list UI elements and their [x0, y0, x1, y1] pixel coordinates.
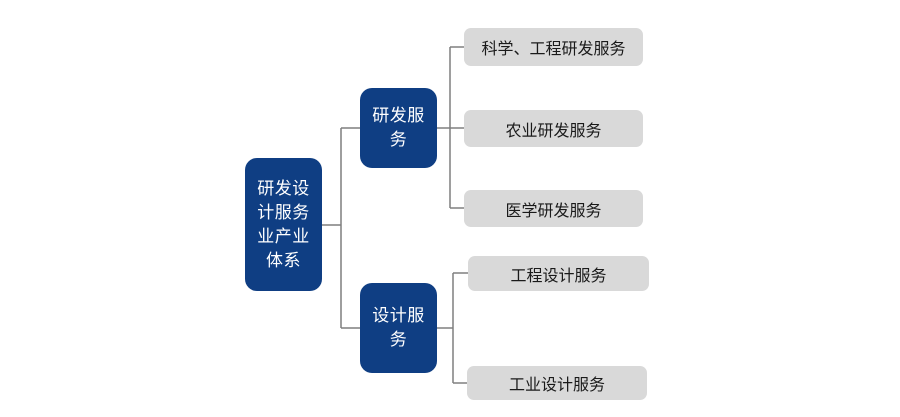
- leaf-node-engineering-design: 工程设计服务: [468, 256, 649, 291]
- leaf-node-label: 科学、工程研发服务: [481, 39, 626, 58]
- branch-node-rd-services: 研发服务: [360, 88, 437, 168]
- root-node: 研发设计服务业产业体系: [245, 158, 322, 291]
- leaf-node-agricultural-rd: 农业研发服务: [464, 110, 643, 147]
- leaf-node-label: 农业研发服务: [505, 120, 602, 140]
- leaf-node-label: 工程设计服务: [510, 265, 607, 285]
- branch-node-label: 研发服务: [372, 106, 425, 150]
- branch-node-label: 设计服务: [372, 306, 425, 350]
- leaf-node-science-engineering-rd: 科学、工程研发服务: [464, 28, 643, 66]
- root-node-label: 研发设计服务业产业体系: [257, 178, 310, 271]
- leaf-node-industrial-design: 工业设计服务: [467, 366, 647, 400]
- branch-node-design-services: 设计服务: [360, 283, 437, 373]
- leaf-node-medical-rd: 医学研发服务: [464, 190, 643, 227]
- leaf-node-label: 医学研发服务: [505, 200, 602, 220]
- leaf-node-label: 工业设计服务: [508, 375, 605, 394]
